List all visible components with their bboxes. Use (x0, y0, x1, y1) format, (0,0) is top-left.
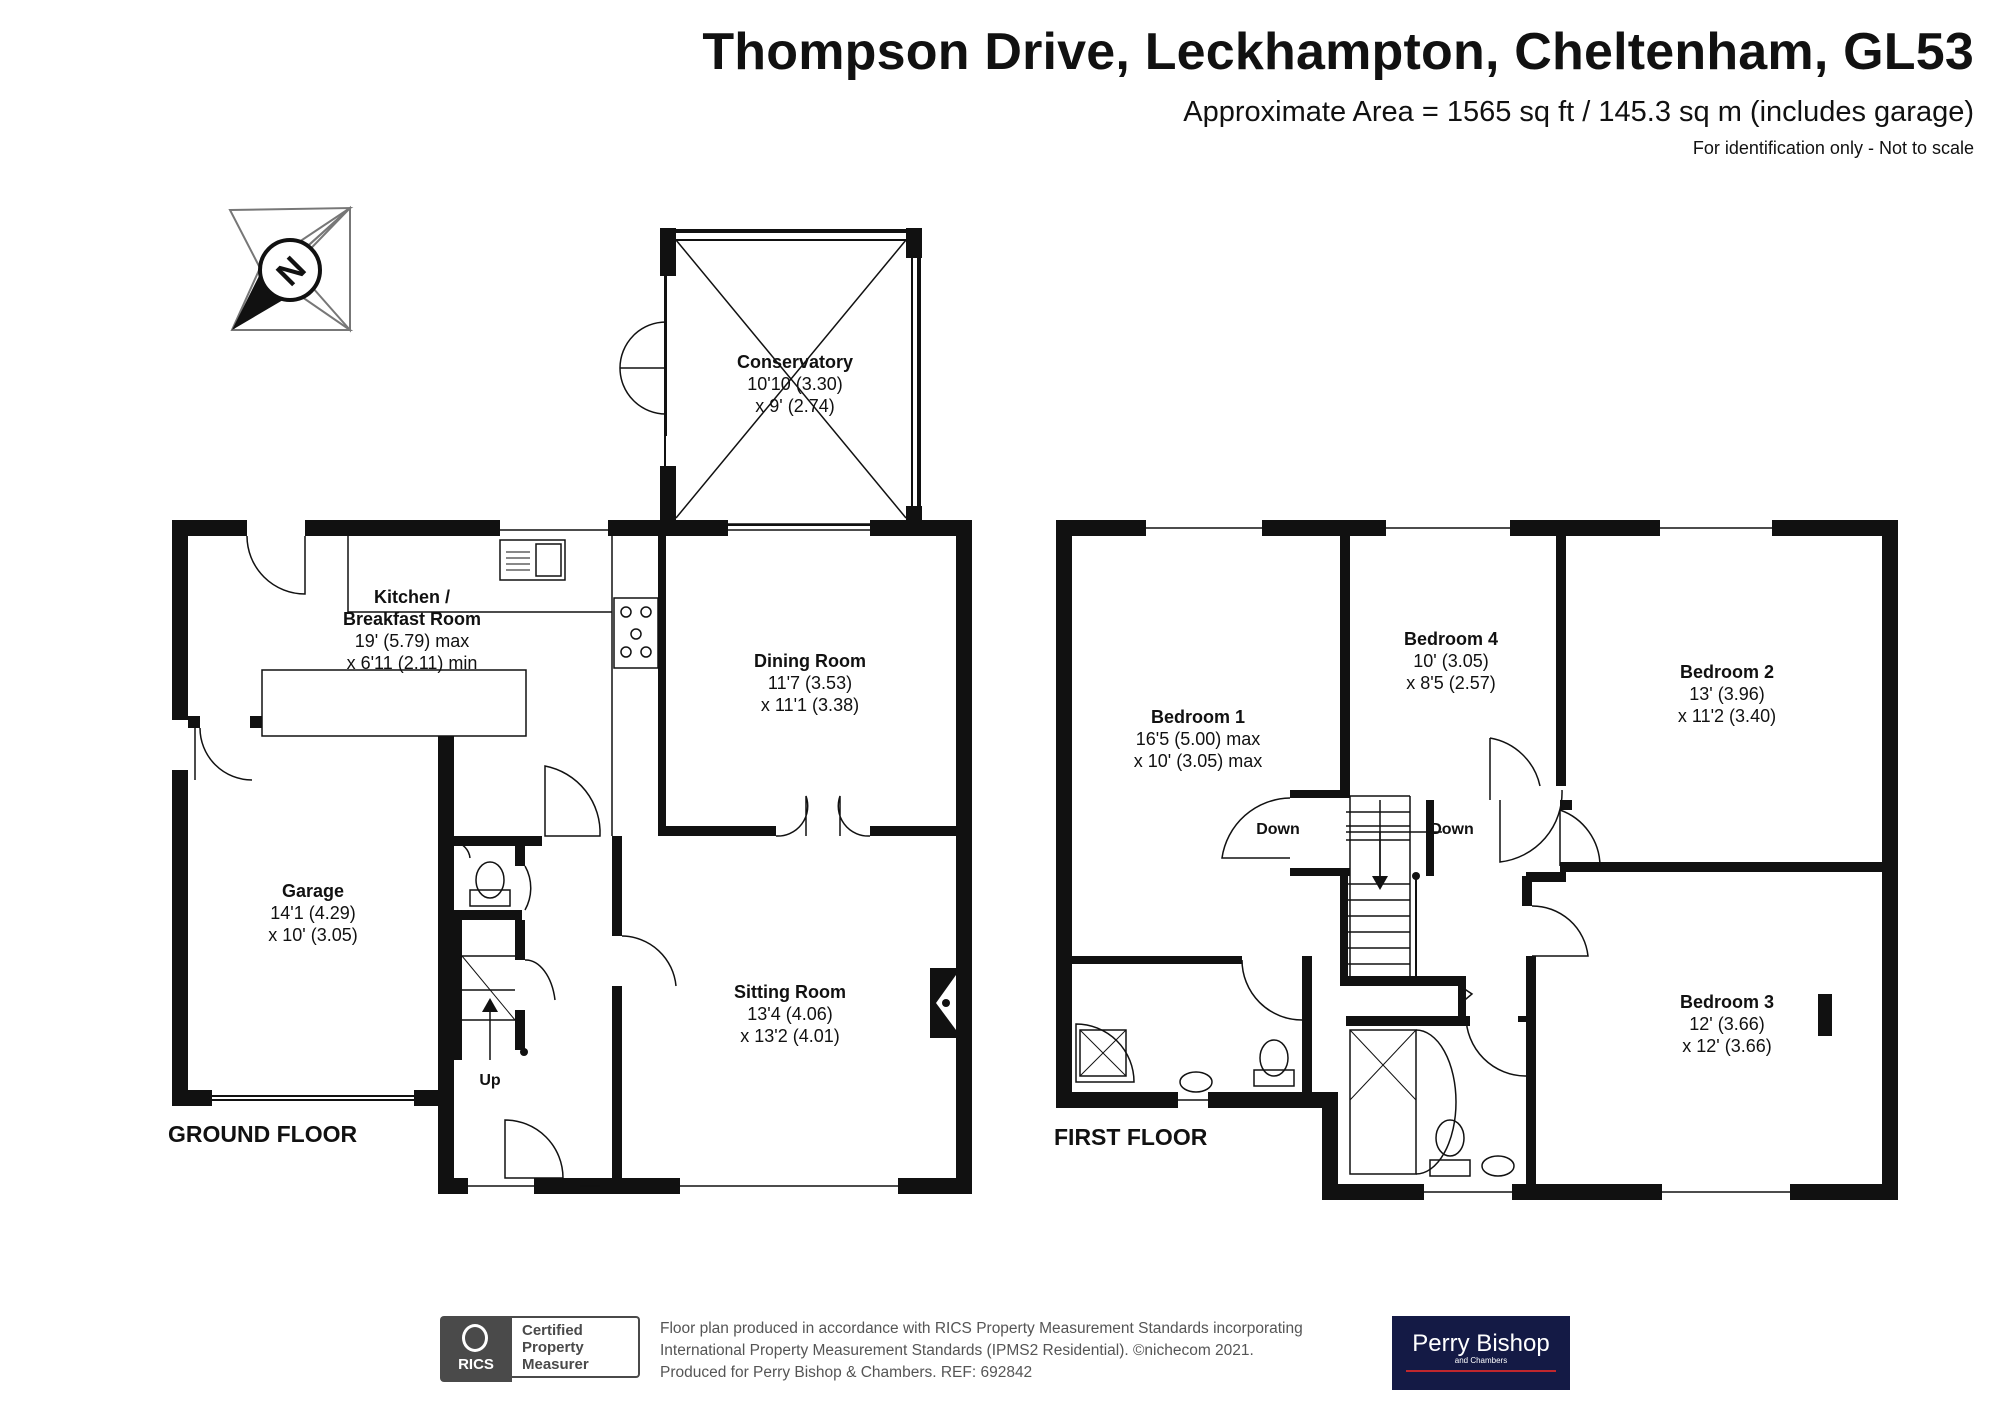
kitchen-label-2: Breakfast Room (343, 609, 481, 629)
first-floor-label: FIRST FLOOR (1054, 1124, 1208, 1150)
stairs-down-left-label: Down (1256, 821, 1300, 838)
conservatory-dimensions-2: x 9' (2.74) (755, 396, 834, 416)
garage-dimensions: 14'1 (4.29) (270, 903, 356, 923)
bedroom-2-dimensions: 13' (3.96) (1689, 684, 1764, 704)
stairs-up-label: Up (479, 1072, 501, 1089)
bedroom-1-label: Bedroom 1 (1151, 707, 1245, 727)
bedroom-2-label: Bedroom 2 (1680, 662, 1774, 682)
first-floor-plan (1056, 520, 1898, 1200)
sitting-room-dimensions: 13'4 (4.06) (747, 1004, 833, 1024)
ground-floor-label: GROUND FLOOR (168, 1121, 357, 1147)
dining-room-label: Dining Room (754, 651, 866, 671)
sitting-room-label: Sitting Room (734, 982, 846, 1002)
bedroom-4-dimensions-2: x 8'5 (2.57) (1406, 673, 1495, 693)
kitchen-dimensions: 19' (5.79) max (355, 631, 470, 651)
footer-disclaimer: Floor plan produced in accordance with R… (660, 1318, 1380, 1384)
footer: RICS Certified Property Measurer Floor p… (440, 1316, 1580, 1390)
footer-line-2: International Property Measurement Stand… (660, 1342, 1254, 1359)
dining-room-dimensions: 11'7 (3.53) (768, 673, 852, 693)
agent-subtitle: and Chambers (1454, 1356, 1508, 1365)
compass-rose-icon: N (228, 205, 354, 333)
kitchen-dimensions-2: x 6'11 (2.11) min (347, 653, 478, 673)
rics-certified-badge: Certified Property Measurer (512, 1316, 640, 1378)
rics-logo-text: RICS (458, 1356, 494, 1373)
rics-cert-line-1: Certified (522, 1322, 583, 1339)
stairs-down-right-label: Down (1430, 821, 1474, 838)
footer-line-1: Floor plan produced in accordance with R… (660, 1320, 1303, 1337)
dining-room-dimensions-2: x 11'1 (3.38) (761, 695, 859, 715)
conservatory-dimensions: 10'10 (3.30) (747, 374, 843, 394)
bedroom-3-label: Bedroom 3 (1680, 992, 1774, 1012)
property-title: Thompson Drive, Leckhampton, Cheltenham,… (702, 23, 1974, 81)
scale-note: For identification only - Not to scale (1692, 138, 1974, 158)
rics-lion-icon (462, 1324, 488, 1352)
bedroom-3-dimensions: 12' (3.66) (1689, 1014, 1764, 1034)
conservatory-label: Conservatory (737, 352, 853, 372)
bedroom-1-dimensions: 16'5 (5.00) max (1136, 729, 1261, 749)
agent-name: Perry Bishop (1412, 1330, 1550, 1357)
kitchen-label: Kitchen / (374, 587, 450, 607)
agent-logo: Perry Bishop and Chambers (1392, 1316, 1570, 1390)
rics-cert-line-2: Property (522, 1339, 584, 1356)
rics-cert-line-3: Measurer (522, 1356, 589, 1373)
ground-floor-plan (172, 228, 972, 1194)
agent-logo-underline (1406, 1370, 1556, 1372)
bedroom-1-dimensions-2: x 10' (3.05) max (1134, 751, 1263, 771)
approximate-area: Approximate Area = 1565 sq ft / 145.3 sq… (1183, 96, 1974, 128)
bedroom-2-dimensions-2: x 11'2 (3.40) (1678, 706, 1776, 726)
bedroom-4-dimensions: 10' (3.05) (1413, 651, 1488, 671)
rics-logo: RICS (440, 1316, 512, 1382)
bedroom-4-label: Bedroom 4 (1404, 629, 1498, 649)
bedroom-3-dimensions-2: x 12' (3.66) (1682, 1036, 1771, 1056)
garage-label: Garage (282, 881, 344, 901)
garage-dimensions-2: x 10' (3.05) (268, 925, 357, 945)
sitting-room-dimensions-2: x 13'2 (4.01) (740, 1026, 840, 1046)
footer-line-3: Produced for Perry Bishop & Chambers. RE… (660, 1364, 1033, 1381)
